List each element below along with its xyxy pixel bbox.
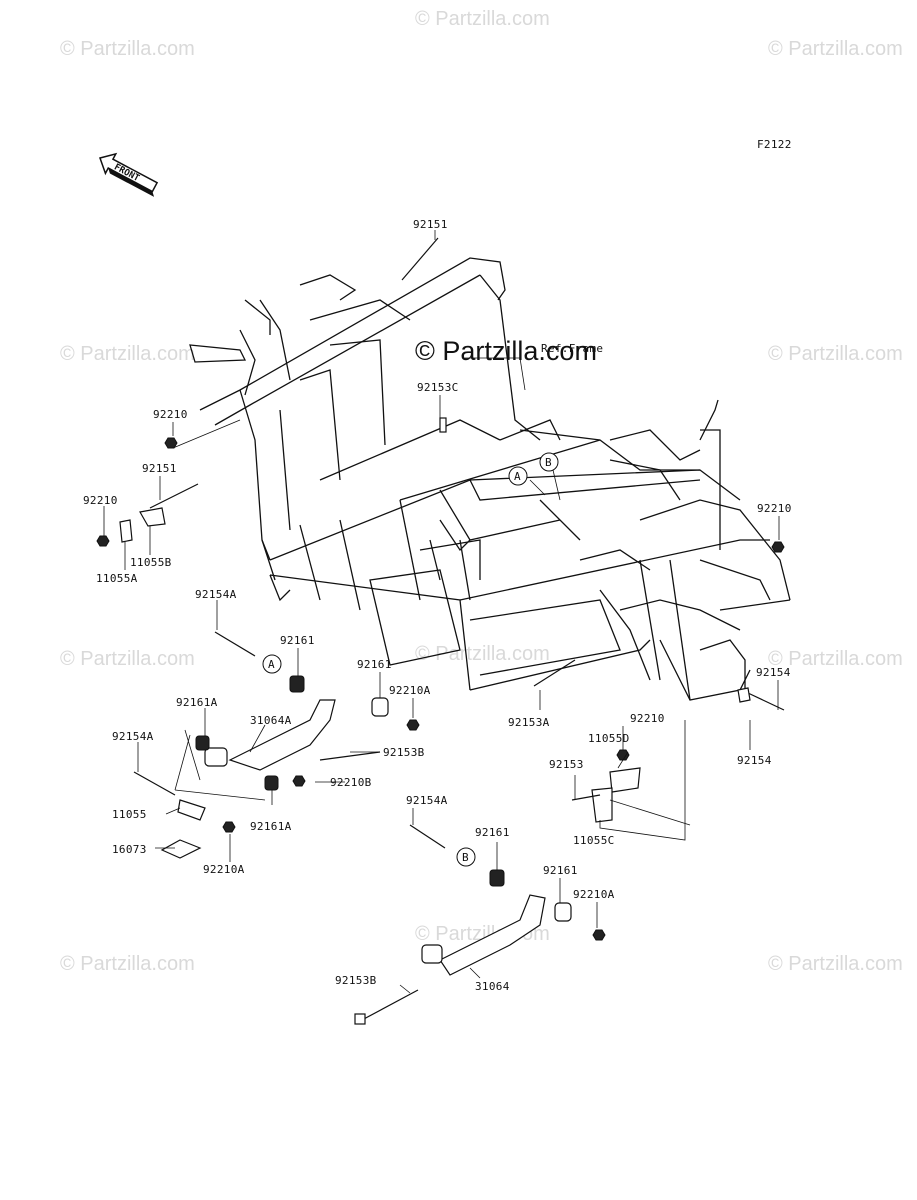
part-label: 92161	[280, 634, 315, 647]
part-label: 92153C	[417, 381, 459, 394]
part-label: 92154A	[112, 730, 154, 743]
part-label: 92151	[142, 462, 177, 475]
main-frame	[189, 257, 791, 701]
part-label: 92161A	[250, 820, 292, 833]
watermark: © Partzilla.com	[60, 343, 195, 365]
part-label: 92210	[630, 712, 665, 725]
part-label: 92153	[549, 758, 584, 771]
part-label: 92161	[475, 826, 510, 839]
part-label: 92153A	[508, 716, 550, 729]
part-label: 11055	[112, 808, 147, 821]
part-label: 92154A	[195, 588, 237, 601]
part-label: 31064A	[250, 714, 292, 727]
diagram-code: F2122	[757, 138, 792, 151]
part-label: 16073	[112, 843, 147, 856]
part-label: 92210	[757, 502, 792, 515]
part-label: 92154	[737, 754, 772, 767]
watermark: © Partzilla.com	[60, 38, 195, 60]
callout-a: A	[268, 658, 275, 671]
part-label: 11055B	[130, 556, 172, 569]
part-label: 92161A	[176, 696, 218, 709]
part-label: 92161	[357, 658, 392, 671]
part-label: 92154A	[406, 794, 448, 807]
copyright-text: © Partzilla.com	[415, 336, 597, 366]
callout-b: B	[462, 851, 469, 864]
callout-a: A	[514, 470, 521, 483]
watermark: © Partzilla.com	[768, 953, 903, 975]
part-labels: 92151 92153C 92210 92151 92210 11055B 11…	[83, 218, 792, 993]
part-label: 31064	[475, 980, 510, 993]
watermark: © Partzilla.com	[415, 643, 550, 665]
watermark: © Partzilla.com	[768, 38, 903, 60]
part-label: 92210A	[203, 863, 245, 876]
part-label: 11055C	[573, 834, 615, 847]
watermark: © Partzilla.com	[415, 8, 550, 30]
part-label: 92151	[413, 218, 448, 231]
front-arrow-icon: FRONT	[99, 152, 159, 197]
part-label: 92210A	[389, 684, 431, 697]
part-label: 11055D	[588, 732, 630, 745]
part-label: 92153B	[383, 746, 425, 759]
watermark: © Partzilla.com	[768, 343, 903, 365]
part-label: 92210B	[330, 776, 372, 789]
leader-lines	[103, 230, 780, 994]
part-label: 92161	[543, 864, 578, 877]
part-label: 92210	[153, 408, 188, 421]
part-label: 92153B	[335, 974, 377, 987]
watermark: © Partzilla.com	[60, 953, 195, 975]
watermark: © Partzilla.com	[768, 648, 903, 670]
part-label: 92210A	[573, 888, 615, 901]
callout-b: B	[545, 456, 552, 469]
part-label: 92210	[83, 494, 118, 507]
part-label: 11055A	[96, 572, 138, 585]
watermark: © Partzilla.com	[60, 648, 195, 670]
part-label: 92154	[756, 666, 791, 679]
callouts: A B A B	[262, 452, 559, 867]
ref-frame-label: Ref.Frame	[541, 342, 603, 355]
